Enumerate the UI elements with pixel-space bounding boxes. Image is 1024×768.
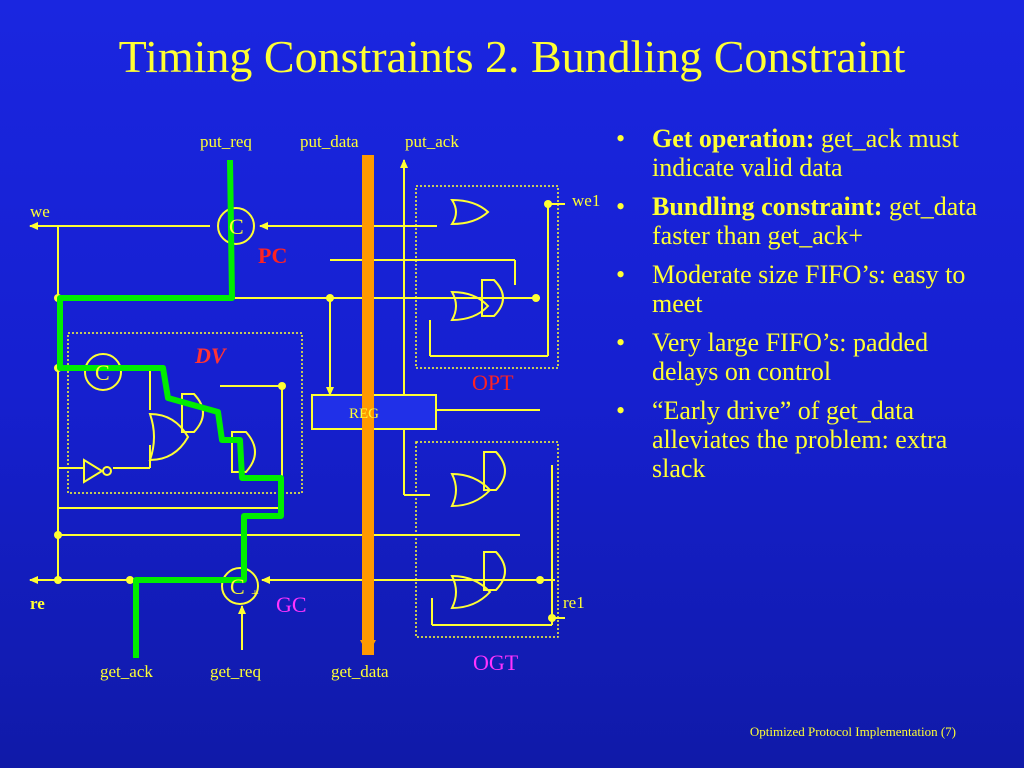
label-get-data: get_data: [331, 662, 389, 681]
circuit-diagram: put_req put_data put_ack we we1 re re1 g…: [29, 132, 600, 681]
logic-gates: [83, 198, 506, 610]
label-we1: we1: [572, 191, 600, 210]
bullet-dot: •: [616, 396, 626, 425]
label-put-data: put_data: [300, 132, 359, 151]
label-gc: GC: [276, 592, 307, 617]
label-reg: REG: [349, 406, 379, 422]
bullet-dot: •: [616, 260, 626, 289]
label-get-ack: get_ack: [100, 662, 153, 681]
c-plus-gc: +: [251, 587, 259, 602]
bullet-dot: •: [616, 124, 626, 153]
block-labels: PC DV OPT OGT GC: [194, 243, 519, 675]
c-element-pc: [217, 207, 255, 245]
label-put-req: put_req: [200, 132, 252, 151]
data-bus: [362, 155, 374, 655]
bullet-text: “Early drive” of get_data alleviates the…: [652, 396, 948, 483]
label-ogt: OGT: [473, 650, 519, 675]
bullet-item: • Get operation: get_ack must indicate v…: [612, 124, 982, 182]
bullet-item: • Moderate size FIFO’s: easy to meet: [612, 260, 982, 318]
bullet-item: • Bundling constraint: get_data faster t…: [612, 192, 982, 250]
label-we: we: [30, 202, 50, 221]
slide-title: Timing Constraints 2. Bundling Constrain…: [118, 31, 906, 82]
label-put-ack: put_ack: [405, 132, 459, 151]
bullet-text: get_data faster than get_ack+: [652, 192, 978, 250]
bullet-text: get_ack must indicate valid data: [652, 124, 959, 182]
label-get-req: get_req: [210, 662, 261, 681]
c-label-gc: C: [230, 574, 245, 599]
c-element-dv: [84, 353, 122, 391]
bullet-item: • “Early drive” of get_data alleviates t…: [612, 396, 982, 483]
bullet-text: Moderate size FIFO’s: easy to meet: [652, 260, 966, 318]
label-dv: DV: [194, 343, 228, 368]
c-element-gc: [221, 567, 259, 605]
dotted-boxes: [67, 185, 559, 638]
bullet-bold: Get operation:: [652, 124, 815, 153]
bullet-bold: Bundling constraint:: [652, 192, 883, 221]
label-pc: PC: [258, 243, 287, 268]
c-element-labels: C C C +: [95, 214, 259, 602]
bullet-dot: •: [616, 192, 626, 221]
c-label-pc: C: [229, 214, 244, 239]
signal-labels: put_req put_data put_ack we we1 re re1 g…: [30, 132, 600, 681]
c-elements: [84, 207, 259, 605]
label-re: re: [30, 594, 45, 613]
bullet-item: • Very large FIFO’s: padded delays on co…: [612, 328, 982, 386]
bullet-list: • Get operation: get_ack must indicate v…: [612, 124, 982, 493]
label-opt: OPT: [472, 370, 514, 395]
c-label-dv: C: [95, 360, 110, 385]
label-re1: re1: [563, 593, 585, 612]
bullet-text: Very large FIFO’s: padded delays on cont…: [652, 328, 929, 386]
slide-footer: Optimized Protocol Implementation (7): [749, 724, 956, 739]
bullet-dot: •: [616, 328, 626, 357]
critical-path: [57, 159, 284, 658]
